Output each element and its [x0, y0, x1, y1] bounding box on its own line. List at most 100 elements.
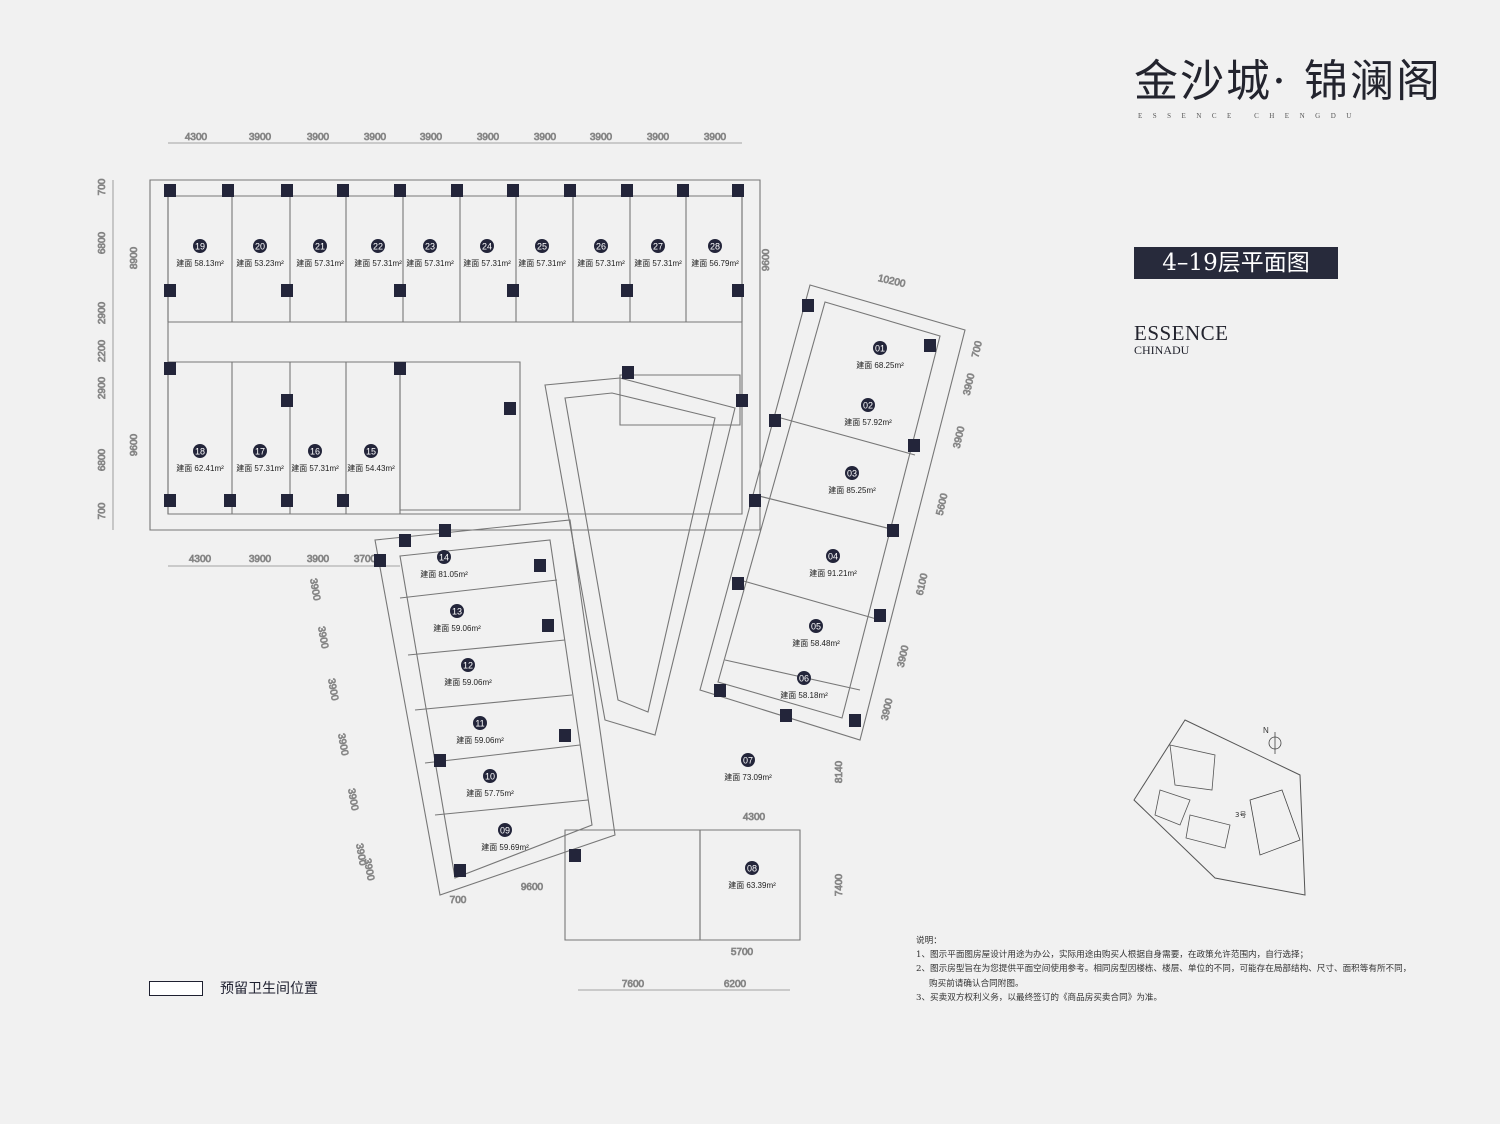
dim-east-6: 3900	[880, 697, 896, 722]
unit-area: 建面 91.21m²	[809, 568, 857, 578]
unit-badge	[423, 239, 437, 253]
dim-top-2: 3900	[307, 132, 330, 143]
unit-badge	[594, 239, 608, 253]
wall-outline-12	[544, 377, 736, 736]
unit-number: 27	[653, 242, 663, 252]
column-10	[732, 184, 744, 197]
unit-area: 建面 59.06m²	[444, 677, 492, 687]
column-17	[164, 362, 176, 375]
column-5	[451, 184, 463, 197]
unit-badge	[809, 619, 823, 633]
unit-area: 建面 56.79m²	[691, 258, 739, 268]
notes-title: 说明：	[916, 936, 942, 946]
column-31	[454, 864, 466, 877]
essence-mark: ESSENCE CHINADU	[1134, 322, 1229, 357]
wall-outline-13	[564, 392, 716, 713]
column-18	[281, 394, 293, 407]
unit-badge	[253, 444, 267, 458]
dim-south-0: 8140	[834, 760, 845, 783]
partition-e-2	[739, 579, 881, 621]
wall-outline-6	[699, 284, 966, 741]
unit-area: 建面 57.31m²	[463, 258, 511, 268]
dim-left-inner-1: 9600	[129, 433, 140, 456]
unit-09: 09 建面 59.69m²	[481, 823, 529, 852]
unit-number: 23	[425, 242, 435, 252]
wall-outline-0	[149, 179, 761, 531]
dim-top-7: 3900	[590, 132, 613, 143]
dim-base-1: 6200	[724, 979, 747, 990]
dim-base-0: 7600	[622, 979, 645, 990]
partition-e-0	[769, 414, 916, 456]
dim-left-0: 700	[97, 178, 108, 195]
dim-east-0: 700	[970, 340, 985, 359]
unit-badge	[498, 823, 512, 837]
dim-bottom-3: 3700	[354, 554, 377, 565]
dim-left-3: 2200	[97, 339, 108, 362]
column-0	[164, 184, 176, 197]
unit-number: 07	[743, 756, 753, 766]
dim-east-3: 5600	[935, 492, 951, 517]
unit-number: 10	[485, 772, 495, 782]
partition-w-1	[407, 639, 566, 656]
unit-number: 13	[452, 607, 462, 617]
unit-badge	[845, 466, 859, 480]
column-16	[732, 284, 744, 297]
dim-south-3: 5700	[731, 947, 754, 958]
column-44	[622, 366, 634, 379]
unit-area: 建面 59.69m²	[481, 842, 529, 852]
dim-west-0: 3900	[307, 578, 322, 602]
unit-area: 建面 57.31m²	[518, 258, 566, 268]
dim-left-2: 2900	[97, 301, 108, 324]
column-34	[802, 299, 814, 312]
north-label: N	[1263, 726, 1269, 735]
essence-line-2: CHINADU	[1134, 343, 1190, 357]
dim-left-5: 6800	[97, 448, 108, 471]
notes-item-1: 1、图示平面图房屋设计用途为办公，实际用途由购买人根据自身需要，在政策允许范围内…	[916, 950, 1309, 961]
unit-badge	[797, 671, 811, 685]
dim-wing-bottom-0: 9600	[521, 882, 544, 893]
dim-south-1: 4300	[743, 812, 766, 823]
legend: 预留卫生间位置	[149, 978, 318, 998]
unit-number: 09	[500, 826, 510, 836]
unit-number: 11	[475, 719, 484, 729]
dim-top-5: 3900	[477, 132, 500, 143]
dim-west-6: 3900	[361, 858, 376, 882]
unit-number: 12	[463, 661, 473, 671]
dim-bottom-1: 3900	[249, 554, 272, 565]
site-building-label: 3号	[1235, 811, 1246, 819]
dim-left-4: 2900	[97, 376, 108, 399]
column-20	[164, 494, 176, 507]
dim-west-4: 3900	[345, 788, 360, 812]
unit-12: 12 建面 59.06m²	[444, 658, 492, 687]
column-21	[224, 494, 236, 507]
column-7	[564, 184, 576, 197]
unit-number: 22	[373, 242, 383, 252]
column-12	[281, 284, 293, 297]
dim-top-0: 4300	[185, 132, 208, 143]
wall-outline-11	[619, 374, 741, 426]
unit-area: 建面 62.41m²	[176, 463, 224, 473]
column-45	[736, 394, 748, 407]
unit-number: 26	[596, 242, 606, 252]
column-9	[677, 184, 689, 197]
column-29	[559, 729, 571, 742]
dim-top-8: 3900	[647, 132, 670, 143]
column-11	[164, 284, 176, 297]
unit-area: 建面 57.31m²	[406, 258, 454, 268]
column-41	[714, 684, 726, 697]
unit-number: 01	[875, 344, 885, 354]
unit-badge	[651, 239, 665, 253]
unit-badge	[461, 658, 475, 672]
dim-south-2: 7400	[834, 873, 845, 896]
unit-area: 建面 68.25m²	[856, 360, 904, 370]
column-26	[439, 524, 451, 537]
notes-item-2-cont: 购买前请确认合同附图。	[929, 978, 1024, 989]
unit-badge	[253, 239, 267, 253]
